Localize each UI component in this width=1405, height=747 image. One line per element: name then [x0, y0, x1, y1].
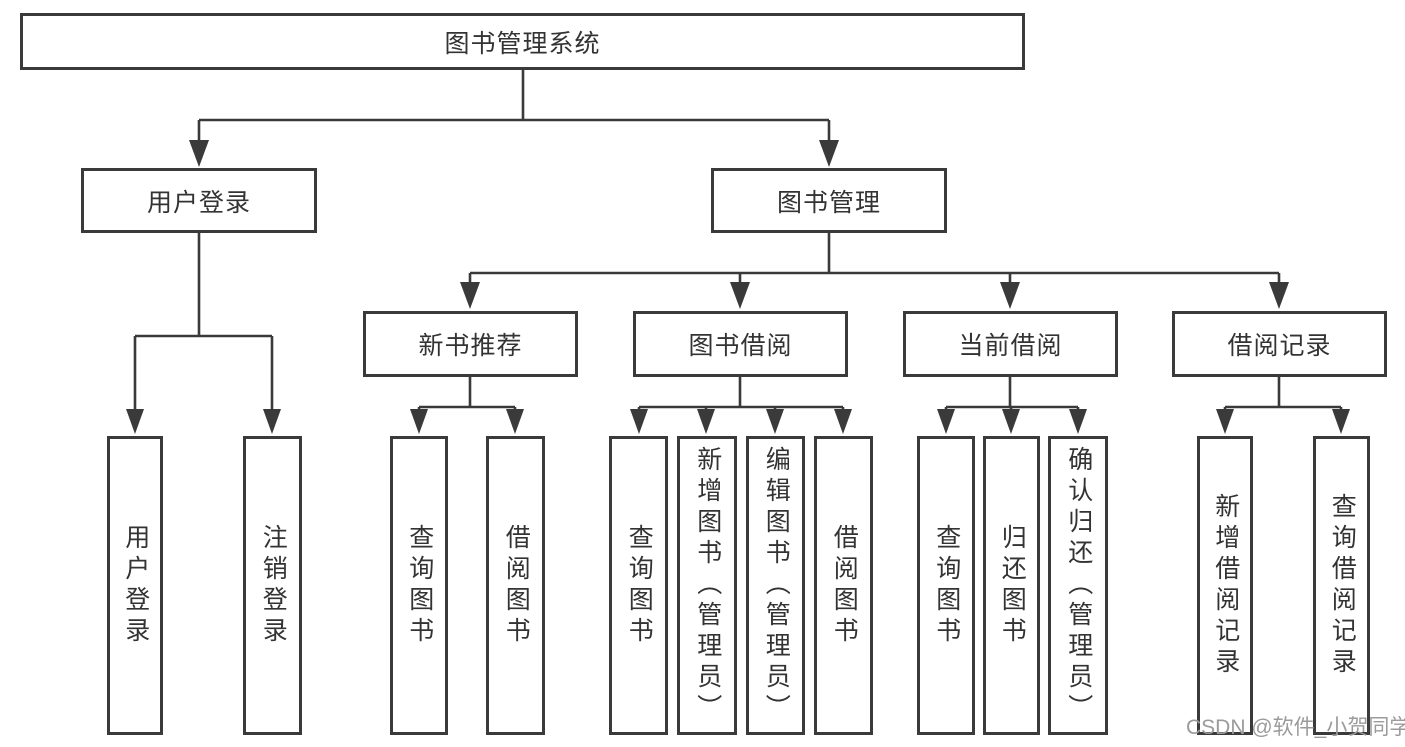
arrow-down-icon [819, 140, 839, 167]
node-label: 图书借阅 [688, 332, 793, 360]
arrow-down-icon [410, 409, 428, 434]
node-label: 编辑图书（管理员） [762, 446, 791, 725]
leaf-edit-books-admin: 编辑图书（管理员） [746, 436, 805, 735]
arrow-down-icon [697, 409, 715, 434]
connector-segments [133, 70, 1343, 415]
leaf-logout: 注销登录 [243, 436, 302, 735]
leaf-confirm-return-admin: 确认归还（管理员） [1048, 436, 1108, 735]
node-label: 用户登录 [146, 188, 251, 217]
node-system-root: 图书管理系统 [20, 13, 1025, 70]
node-label: 图书管理 [776, 188, 881, 217]
arrow-down-icon [189, 140, 209, 167]
node-label: 图书管理系统 [444, 29, 601, 58]
node-label: 注销登录 [259, 523, 288, 648]
node-current-borrowing: 当前借阅 [903, 311, 1118, 377]
node-label: 用户登录 [121, 523, 150, 648]
arrow-down-icon [1216, 409, 1234, 434]
arrow-down-icon [1000, 282, 1020, 309]
arrow-down-icon [834, 409, 852, 434]
node-borrowing-records: 借阅记录 [1172, 311, 1387, 377]
leaf-borrow-books: 借阅图书 [486, 436, 545, 735]
node-label: 当前借阅 [958, 332, 1063, 360]
node-user-login: 用户登录 [81, 168, 317, 233]
arrow-down-icon [730, 282, 750, 309]
arrow-down-icon [1332, 409, 1350, 434]
arrow-down-icon [126, 409, 144, 434]
node-label: 新增图书（管理员） [693, 446, 722, 725]
arrow-down-icon [506, 409, 524, 434]
node-label: 查询图书 [625, 523, 654, 648]
node-book-borrowing: 图书借阅 [633, 311, 848, 377]
arrow-down-icon [766, 409, 784, 434]
leaf-borrow-books: 借阅图书 [814, 436, 873, 735]
arrow-down-icon [1069, 409, 1087, 434]
arrow-down-icon [630, 409, 648, 434]
leaf-user-login: 用户登录 [107, 436, 163, 735]
arrowhead-icons [126, 140, 1350, 434]
node-book-management: 图书管理 [711, 168, 947, 233]
arrow-down-icon [460, 282, 480, 309]
leaf-query-borrow-record: 查询借阅记录 [1313, 436, 1370, 735]
leaf-query-books: 查询图书 [917, 436, 975, 735]
csdn-watermark: CSDN @软件_小贺同学 [1186, 716, 1405, 739]
leaf-add-borrow-record: 新增借阅记录 [1197, 436, 1253, 735]
arrow-down-icon [1269, 282, 1289, 309]
node-label: 查询图书 [405, 523, 434, 648]
node-label: 借阅记录 [1227, 332, 1332, 360]
node-label: 查询图书 [932, 523, 961, 648]
leaf-query-books: 查询图书 [390, 436, 448, 735]
arrow-down-icon [1002, 409, 1020, 434]
node-label: 新增借阅记录 [1211, 492, 1240, 679]
arrow-down-icon [937, 409, 955, 434]
leaf-query-books: 查询图书 [609, 436, 668, 735]
leaf-add-books-admin: 新增图书（管理员） [677, 436, 737, 735]
node-label: 确认归还（管理员） [1064, 446, 1093, 725]
node-label: 新书推荐 [418, 332, 523, 360]
leaf-return-books: 归还图书 [983, 436, 1040, 735]
node-label: 借阅图书 [502, 523, 531, 648]
node-new-book-recommendation: 新书推荐 [363, 311, 578, 377]
node-label: 借阅图书 [830, 523, 859, 648]
arrow-down-icon [263, 409, 281, 434]
node-label: 归还图书 [998, 523, 1027, 648]
node-label: 查询借阅记录 [1328, 492, 1357, 679]
